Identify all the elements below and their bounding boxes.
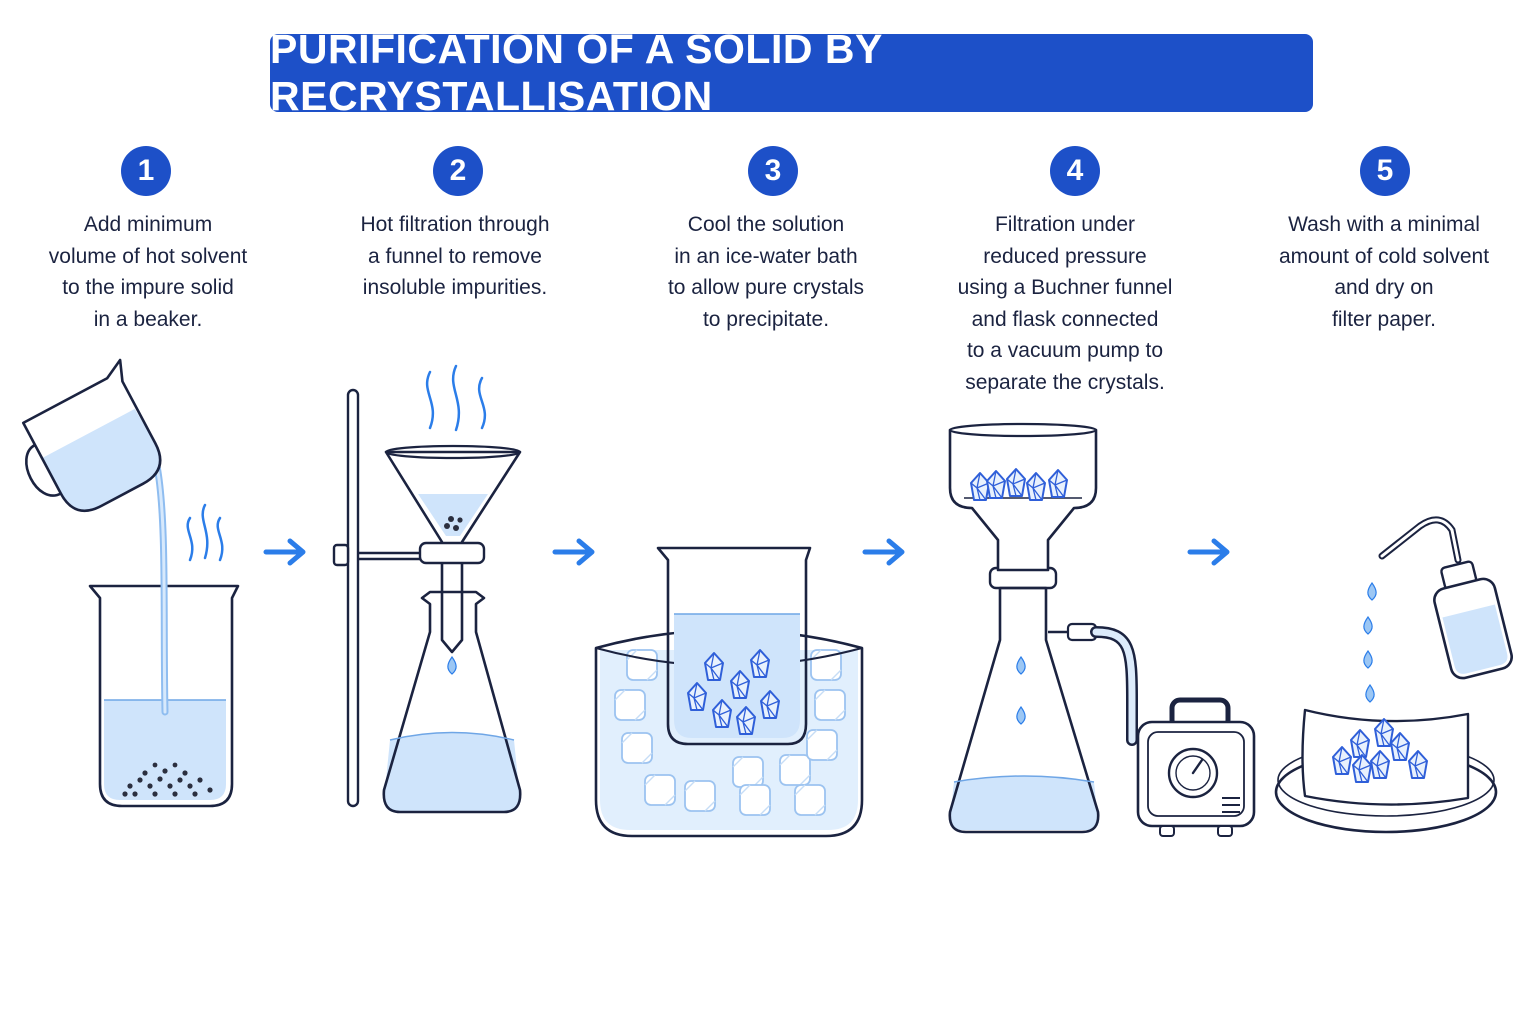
arrow-right-icon: [1187, 538, 1230, 566]
arrow-right-icon: [263, 538, 306, 566]
step-1-description: Add minimum volume of hot solvent to the…: [18, 209, 278, 335]
steam-icon: [425, 364, 487, 432]
wash-bottle-icon: [1378, 516, 1513, 680]
title-banner: PURIFICATION OF A SOLID BY RECRYSTALLISA…: [270, 26, 1313, 119]
step-2-description: Hot filtration through a funnel to remov…: [325, 209, 585, 304]
beaker-icon: [656, 546, 812, 746]
retort-stand-icon: [332, 388, 422, 808]
drops-icon: [1363, 582, 1377, 703]
step-3-line: Cool the solution: [687, 213, 845, 236]
steam-icon: [186, 503, 224, 562]
step-1-line: in a beaker.: [93, 307, 203, 331]
step-3-line: to allow pure crystals: [667, 276, 865, 299]
step-5-line: Wash with a minimal: [1288, 213, 1480, 236]
step-1-line: volume of hot solvent: [48, 244, 248, 268]
step-3-description: Cool the solution in an ice-water bath t…: [636, 209, 896, 335]
pouring-jug-icon: [21, 358, 169, 716]
step-4-line: to a vacuum pump to: [966, 339, 1164, 362]
vacuum-pump-icon: [1090, 626, 1256, 837]
step-3-number: 3: [748, 146, 798, 196]
step-5-line: and dry on: [1334, 276, 1434, 299]
step-3-line: in an ice-water bath: [674, 244, 858, 268]
buchner-flask-icon: [948, 566, 1100, 834]
conical-flask-icon: [382, 590, 522, 814]
step-1-line: Add minimum: [83, 213, 213, 236]
step-4-description: Filtration under reduced pressure using …: [935, 209, 1195, 398]
arrow-right-icon: [862, 538, 905, 566]
step-4-number: 4: [1050, 146, 1100, 196]
step-4-line: separate the crystals.: [965, 370, 1165, 394]
step-4-line: reduced pressure: [983, 244, 1147, 268]
beaker-icon: [88, 584, 240, 808]
step-1-line: to the impure solid: [62, 276, 234, 299]
filter-funnel-icon: [384, 444, 522, 675]
step-4-line: Filtration under: [994, 213, 1136, 236]
step-2-line: Hot filtration through: [360, 213, 550, 236]
step-2-number: 2: [433, 146, 483, 196]
step-5-line: filter paper.: [1332, 307, 1436, 331]
step-5-line: amount of cold solvent: [1278, 244, 1490, 268]
step-2-line: a funnel to remove: [368, 244, 542, 268]
step-5-number: 5: [1360, 146, 1410, 196]
buchner-funnel-icon: [948, 422, 1098, 572]
arrow-right-icon: [552, 538, 595, 566]
step-2-line: insoluble impurities.: [362, 276, 548, 299]
step-3-line: to precipitate.: [702, 307, 830, 331]
step-1-number: 1: [121, 146, 171, 196]
page-title: PURIFICATION OF A SOLID BY RECRYSTALLISA…: [270, 26, 883, 119]
step-5-description: Wash with a minimal amount of cold solve…: [1254, 209, 1514, 335]
step-4-line: and flask connected: [971, 307, 1159, 331]
step-4-line: using a Buchner funnel: [957, 276, 1173, 299]
